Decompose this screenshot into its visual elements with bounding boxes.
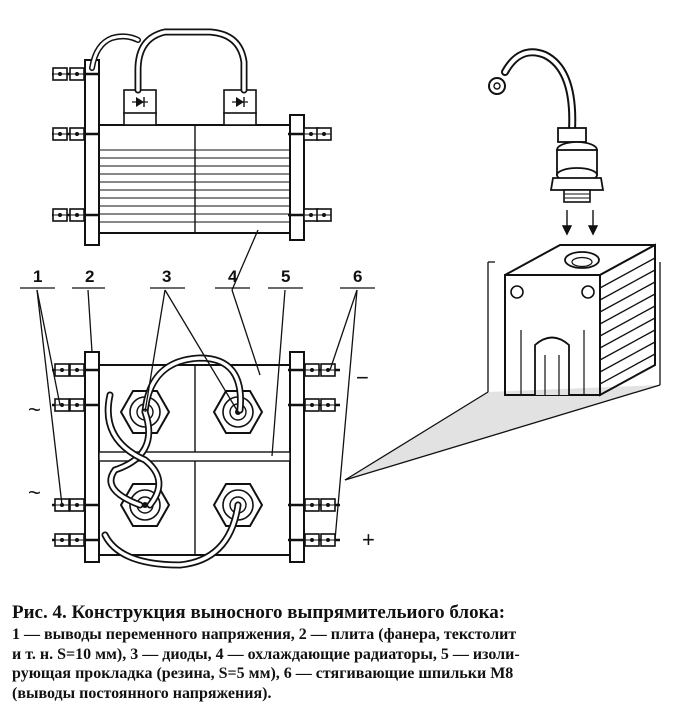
dc-plus-label: + xyxy=(362,527,375,552)
ac-terminal-bottom-label: ~ xyxy=(28,480,41,505)
assembly-front-view xyxy=(52,351,340,569)
caption-line: и т. н. S=10 мм), 3 — диоды, 4 — охлажда… xyxy=(12,645,520,663)
callout-3: 3 xyxy=(162,267,171,286)
callout-1: 1 xyxy=(33,267,42,286)
dc-minus-label: − xyxy=(356,365,369,390)
caption-title: Рис. 4. Конструкция выносного выпрямител… xyxy=(12,602,506,623)
diode-heatsink-detail xyxy=(488,48,656,397)
callout-5: 5 xyxy=(281,267,290,286)
callout-6: 6 xyxy=(353,267,362,286)
figure-caption: Рис. 4. Конструкция выносного выпрямител… xyxy=(12,601,680,703)
caption-line: 1 — выводы переменного напряжения, 2 — п… xyxy=(12,626,517,643)
caption-line: рующая прокладка (резина, S=5 мм), 6 — с… xyxy=(12,665,514,682)
rectifier-assembly-figure: 1 2 3 4 5 6 ~ ~ − + xyxy=(20,28,661,569)
callout-leaders xyxy=(20,229,375,541)
callout-2: 2 xyxy=(85,267,94,286)
assembly-side-view xyxy=(52,28,332,246)
ac-terminal-top-label: ~ xyxy=(28,397,41,422)
callout-4: 4 xyxy=(228,267,238,286)
caption-line: (выводы постоянного напряжения). xyxy=(12,684,272,702)
detail-projection-lines xyxy=(344,261,661,481)
